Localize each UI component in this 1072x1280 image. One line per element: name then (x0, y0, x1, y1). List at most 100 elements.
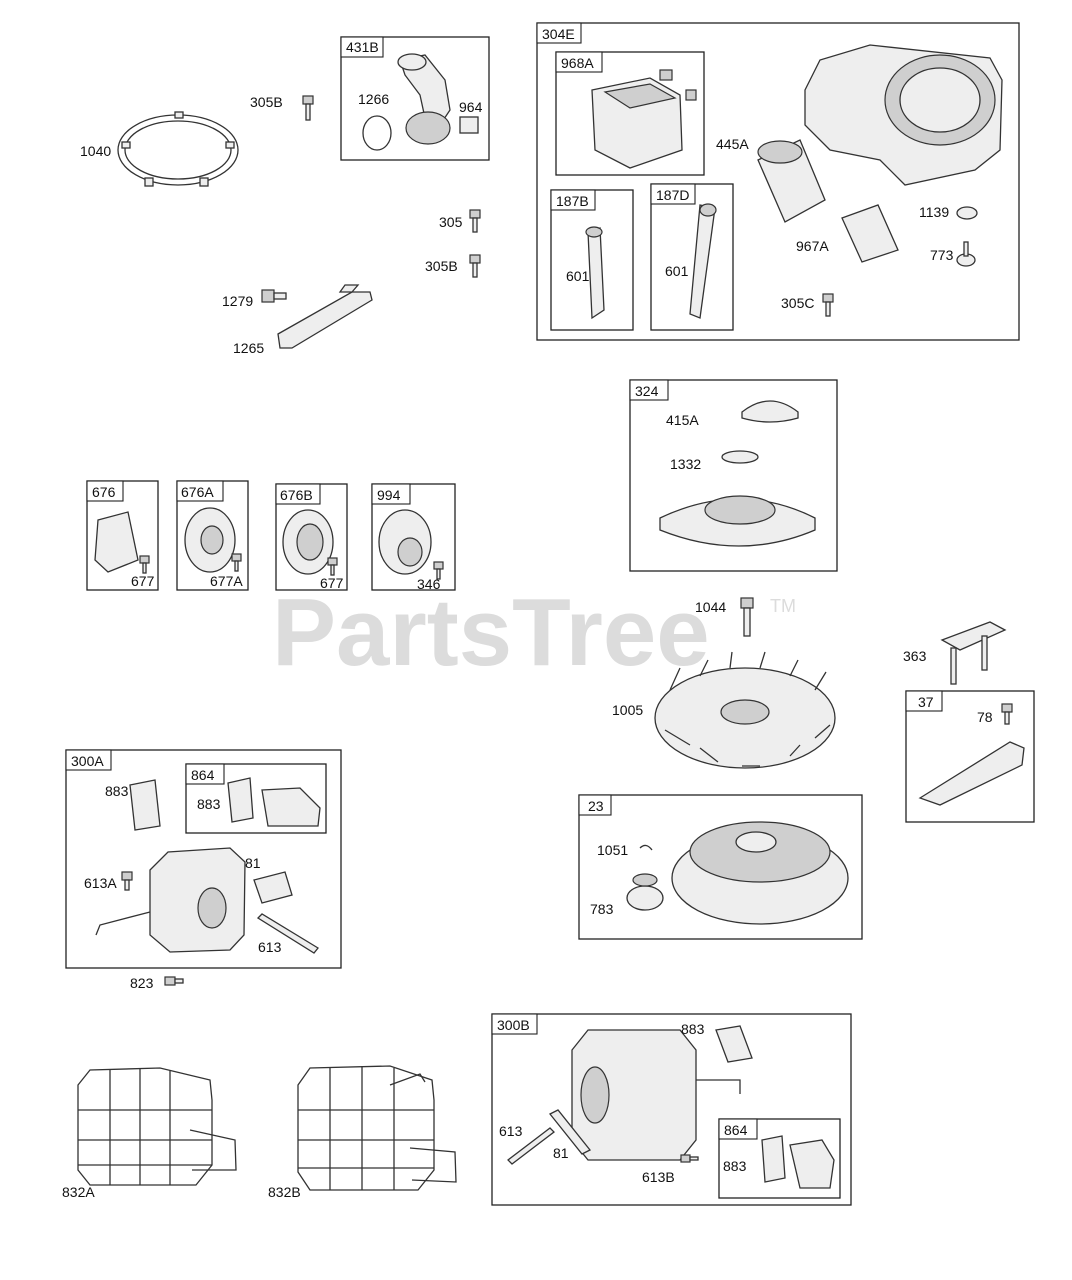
label-883-d: 883 (723, 1158, 747, 1174)
part-783-gear[interactable] (626, 873, 664, 911)
box-label-431B: 431B (346, 39, 379, 55)
box-304E (536, 22, 1020, 341)
box-label-864-a: 864 (191, 767, 215, 783)
part-601-tube-a[interactable] (585, 226, 605, 320)
part-305B-screw[interactable] (302, 95, 314, 121)
part-1265-bracket[interactable] (277, 284, 373, 349)
part-613-stud-a[interactable] (256, 913, 319, 954)
label-305C: 305C (781, 295, 814, 311)
part-300A-muffler[interactable] (95, 847, 246, 953)
label-677A: 677A (210, 573, 243, 589)
label-677-b: 677 (320, 575, 344, 591)
part-1005-fan[interactable] (654, 651, 836, 769)
box-label-300A: 300A (71, 753, 104, 769)
box-968A (555, 51, 705, 176)
part-81-deflector-a[interactable] (253, 871, 293, 904)
box-864-b (718, 1118, 841, 1199)
part-676-guard[interactable] (94, 511, 139, 573)
part-613A-screw[interactable] (121, 871, 133, 891)
part-967A-pre-cleaner[interactable] (841, 204, 899, 263)
part-883-gasket-b[interactable] (227, 777, 254, 823)
part-346-screw[interactable] (433, 561, 444, 580)
part-613-stud-b[interactable] (507, 1127, 555, 1165)
part-864-adapter-b[interactable] (789, 1139, 835, 1189)
label-1265: 1265 (233, 340, 264, 356)
label-613B: 613B (642, 1169, 675, 1185)
box-994 (371, 483, 456, 591)
part-blower-housing[interactable] (804, 44, 1003, 186)
part-305-screw[interactable] (469, 209, 481, 233)
part-832B-muffler-guard[interactable] (297, 1065, 457, 1191)
label-363: 363 (903, 648, 927, 664)
part-676B-guard[interactable] (282, 509, 334, 575)
box-37 (905, 690, 1035, 823)
part-rotating-screen[interactable] (659, 495, 816, 547)
label-677-a: 677 (131, 573, 155, 589)
part-1279-bolt[interactable] (261, 289, 287, 303)
label-81-a: 81 (245, 855, 261, 871)
part-78-screw[interactable] (1001, 703, 1013, 725)
part-o-ring[interactable] (362, 115, 392, 151)
part-23-flywheel[interactable] (671, 821, 849, 925)
part-968A-air-cleaner-cover[interactable] (591, 69, 697, 169)
part-677-screw-b[interactable] (327, 557, 338, 576)
part-613B-screw[interactable] (680, 1154, 699, 1163)
box-label-37: 37 (918, 694, 934, 710)
label-601-a: 601 (566, 268, 590, 284)
label-783: 783 (590, 901, 614, 917)
part-1040-retainer-ring[interactable] (117, 111, 239, 187)
part-305B-screw-b[interactable] (469, 254, 481, 278)
part-305C-screw[interactable] (822, 293, 834, 317)
label-1040: 1040 (80, 143, 111, 159)
label-832B: 832B (268, 1184, 301, 1200)
label-1279: 1279 (222, 293, 253, 309)
part-1044-bolt[interactable] (740, 597, 754, 637)
part-37-air-guide[interactable] (918, 741, 1025, 806)
part-994-spark-arrester[interactable] (378, 509, 432, 575)
part-363-bracket[interactable] (940, 621, 1007, 685)
box-324 (629, 379, 838, 572)
part-445A-filter[interactable] (757, 139, 826, 223)
box-label-994: 994 (377, 487, 401, 503)
watermark: PartsTree (272, 579, 710, 686)
part-81-deflector-b[interactable] (548, 1109, 592, 1155)
part-883-gasket-c[interactable] (715, 1025, 753, 1063)
box-label-864-b: 864 (724, 1122, 748, 1138)
part-832A-muffler-guard[interactable] (77, 1067, 237, 1186)
part-864-adapter-a[interactable] (261, 787, 321, 827)
label-823: 823 (130, 975, 154, 991)
label-967A: 967A (796, 238, 829, 254)
label-305B-b: 305B (425, 258, 458, 274)
label-613A: 613A (84, 875, 117, 891)
part-601-tube-b[interactable] (689, 203, 717, 319)
part-773-knob[interactable] (956, 241, 976, 267)
label-81-b: 81 (553, 1145, 569, 1161)
label-346: 346 (417, 576, 441, 592)
box-label-324: 324 (635, 383, 659, 399)
part-964-sleeve[interactable] (459, 116, 479, 134)
label-964: 964 (459, 99, 483, 115)
label-883-c: 883 (681, 1021, 705, 1037)
part-1332-washer[interactable] (721, 450, 759, 464)
part-677A-screw[interactable] (231, 553, 242, 572)
label-613-a: 613 (258, 939, 282, 955)
box-label-300B: 300B (497, 1017, 530, 1033)
label-1051: 1051 (597, 842, 628, 858)
label-78: 78 (977, 709, 993, 725)
part-415A-cap[interactable] (741, 400, 799, 423)
label-883-a: 883 (105, 783, 129, 799)
part-676A-guard[interactable] (184, 507, 236, 573)
part-1266-elbow-tube[interactable] (397, 53, 451, 145)
label-1266: 1266 (358, 91, 389, 107)
part-300B-muffler[interactable] (571, 1029, 741, 1161)
box-300A (65, 749, 342, 969)
part-883-gasket-a[interactable] (129, 779, 161, 831)
part-1139-washer[interactable] (956, 206, 978, 220)
part-823-screw[interactable] (164, 976, 184, 986)
part-1051-clip[interactable] (639, 844, 653, 851)
part-883-gasket-d[interactable] (761, 1135, 786, 1183)
label-601-b: 601 (665, 263, 689, 279)
box-label-676B: 676B (280, 487, 313, 503)
label-305: 305 (439, 214, 463, 230)
part-677-screw-a[interactable] (139, 555, 150, 574)
